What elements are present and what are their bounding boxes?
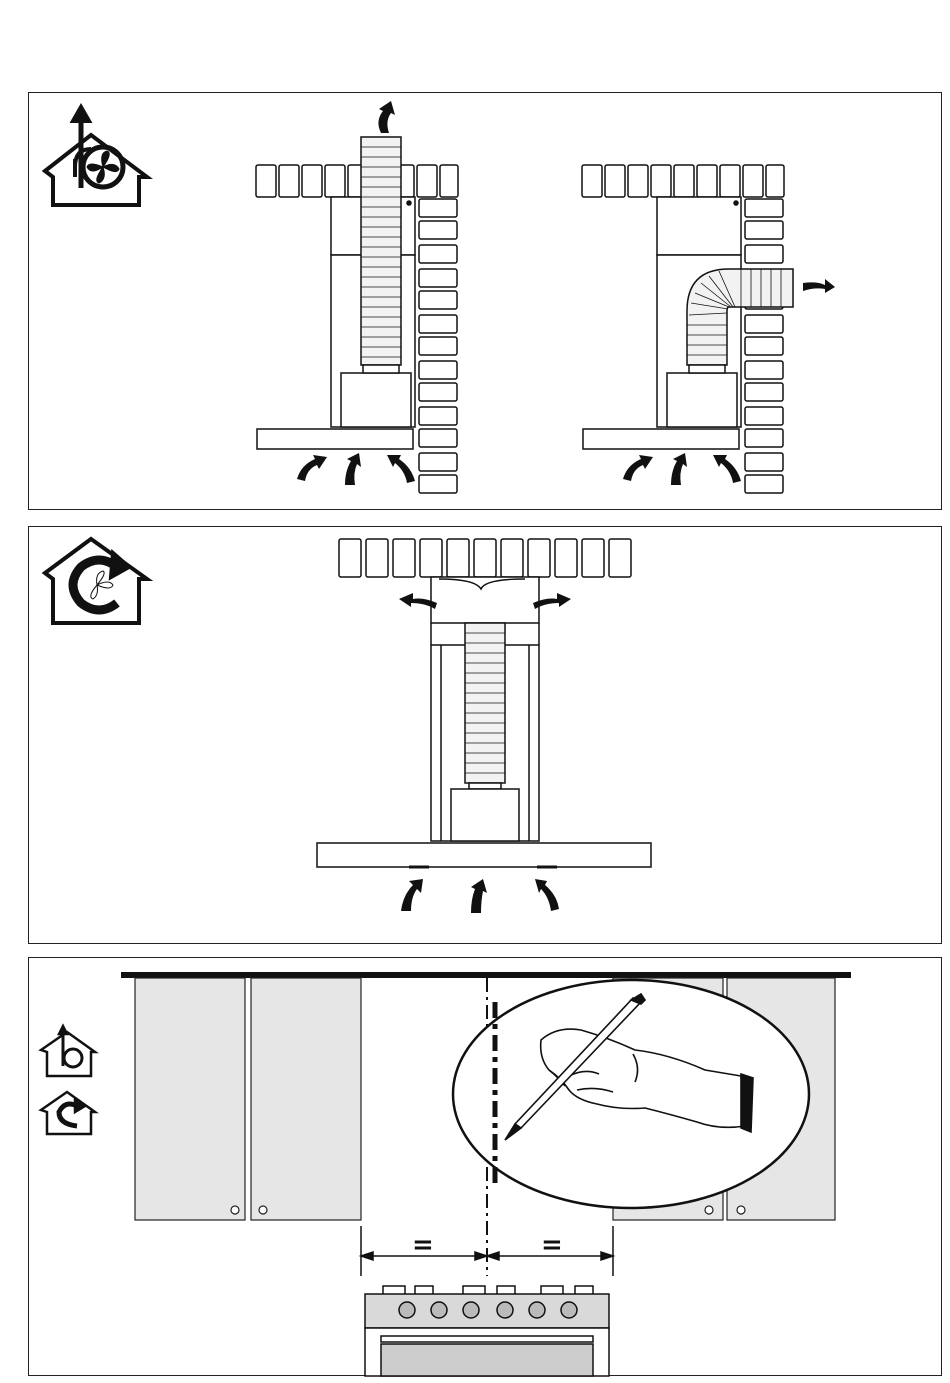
magnified-detail xyxy=(453,980,809,1208)
wall-bricks xyxy=(745,199,783,493)
ceiling-bricks xyxy=(582,165,784,197)
hood-canopy xyxy=(583,429,739,449)
control-knob xyxy=(497,1302,513,1318)
ducted-installation-diagram xyxy=(29,93,943,511)
horizontal-exhaust-view xyxy=(582,165,835,493)
equal-distance-label-right: = xyxy=(541,1232,563,1258)
motor-housing xyxy=(451,789,519,841)
vertical-duct xyxy=(361,137,401,365)
intake-arrow-icon xyxy=(535,879,559,911)
recirculating-view xyxy=(317,539,651,913)
intake-arrow-icon xyxy=(297,455,327,481)
intake-arrow-icon xyxy=(401,879,423,911)
recirculating-installation-panel xyxy=(28,526,942,944)
cooker-range xyxy=(365,1286,609,1376)
oven-handle xyxy=(381,1336,593,1342)
motor-housing xyxy=(667,373,737,427)
exhaust-arrow-icon xyxy=(803,279,835,293)
intake-arrow-icon xyxy=(471,879,487,913)
centerline-marking-diagram xyxy=(29,958,943,1377)
ducted-extraction-house-icon xyxy=(45,107,147,205)
recirculation-house-icon xyxy=(41,1092,95,1134)
upper-chimney-cover xyxy=(657,197,741,255)
exhaust-arrow-icon xyxy=(378,101,395,133)
intake-arrow-icon xyxy=(387,455,415,483)
intake-arrow-icon xyxy=(713,455,741,483)
recirculation-house-icon xyxy=(45,539,147,623)
motor-housing xyxy=(341,373,411,427)
intake-arrow-icon xyxy=(623,455,653,481)
ceiling-line xyxy=(121,972,851,978)
control-knob xyxy=(463,1302,479,1318)
centerline-marking-panel: = = xyxy=(28,957,942,1376)
ceiling-bricks xyxy=(256,165,458,197)
oven-door xyxy=(381,1344,593,1376)
vertical-exhaust-view xyxy=(256,101,458,493)
ceiling-bricks xyxy=(339,539,631,577)
intake-arrow-icon xyxy=(671,453,687,485)
control-knob xyxy=(431,1302,447,1318)
intake-arrow-icon xyxy=(345,453,361,485)
upper-chimney-cover xyxy=(431,577,539,623)
control-knob xyxy=(529,1302,545,1318)
wall-cabinet xyxy=(135,978,245,1220)
control-knob xyxy=(561,1302,577,1318)
hood-canopy xyxy=(257,429,413,449)
hood-canopy xyxy=(317,843,651,867)
wall-bricks xyxy=(419,199,457,493)
wall-cabinet xyxy=(251,978,361,1220)
recirculating-installation-diagram xyxy=(29,527,943,945)
ducted-extraction-house-icon xyxy=(41,1026,95,1076)
control-knob xyxy=(399,1302,415,1318)
ducted-installation-panel xyxy=(28,92,942,510)
equal-distance-label-left: = xyxy=(412,1232,434,1258)
